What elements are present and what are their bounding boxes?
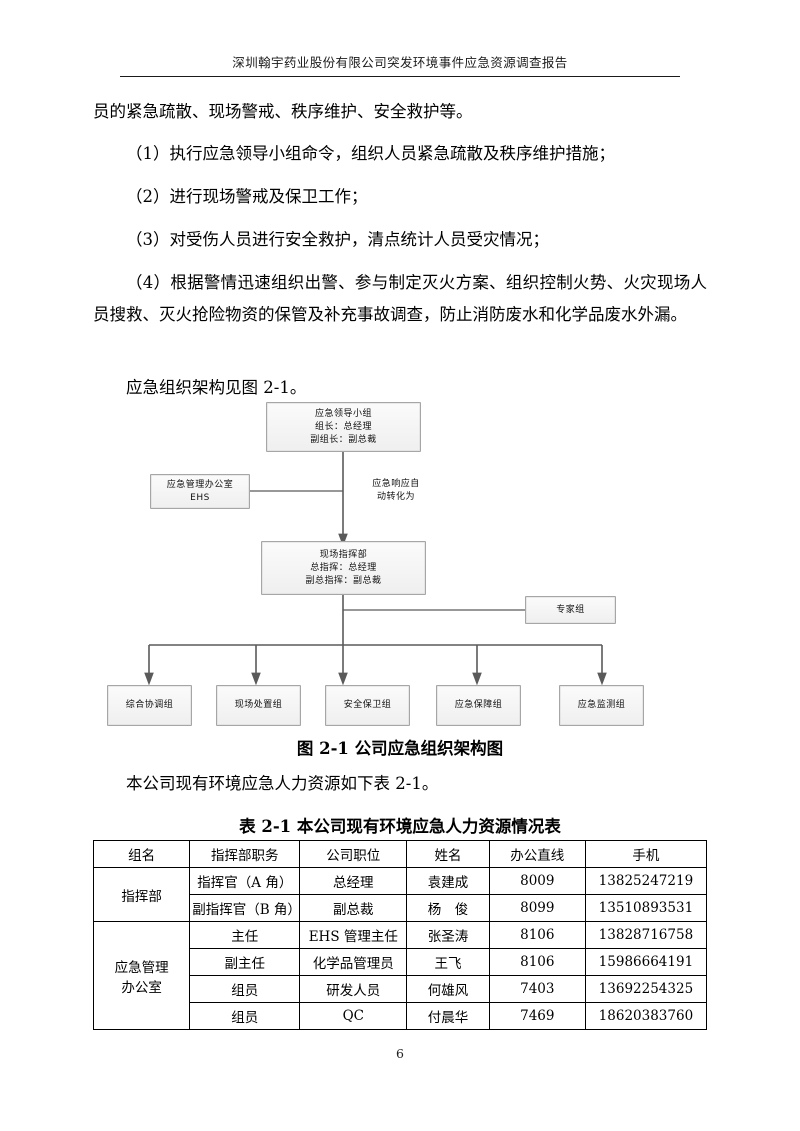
cell-mobile: 13692254325 [584,975,708,1003]
header-divider [120,76,680,77]
org-chart-connectors [144,452,607,686]
table-header-row: 组名 指挥部职务 公司职位 姓名 办公直线 手机 [92,840,708,868]
node-ehs-office: 应急管理办公室 EHS [150,474,250,509]
table-header-office-line: 办公直线 [488,840,586,868]
document-header: 深圳翰宇药业股份有限公司突发环境事件应急资源调查报告 [232,55,568,70]
node-team-comprehensive-coordination: 综合协调组 [107,685,192,726]
cell-person: 王飞 [406,948,490,976]
emergency-resource-table: 组名 指挥部职务 公司职位 姓名 办公直线 手机 指挥部 指挥官（A 角） 总经… [92,840,708,1030]
cell-mobile: 15986664191 [584,948,708,976]
node-team-security: 安全保卫组 [325,685,410,726]
cell-position: EHS 管理主任 [299,921,408,949]
table-row: 应急管理 办公室 主任 EHS 管理主任 张圣涛 8106 1382871675… [92,921,708,1030]
node-command-center: 现场指挥部 总指挥：总经理 副总指挥：副总裁 [261,541,426,595]
table-row: 指挥部 指挥官（A 角） 总经理 袁建成 8009 13825247219 [92,867,708,922]
page-number: 6 [396,1046,404,1061]
figure-intro-text: 应急组织架构见图 2-1。 [126,378,307,397]
cell-position: 副总裁 [299,894,408,922]
table-header-mobile: 手机 [584,840,708,868]
table-row: 副主任 化学品管理员 王飞 8106 15986664191 [94,948,708,976]
cell-office-line: 7403 [488,975,586,1003]
org-chart-figure: 应急领导小组 组长：总经理 副组长：副总裁 应急管理办公室 EHS 应急响应自 … [93,392,707,737]
node-team-site-disposal: 现场处置组 [216,685,301,726]
cell-person: 张圣涛 [406,921,490,949]
cell-office-line: 8099 [488,894,586,922]
figure-caption: 图 2-1 公司应急组织架构图 [296,739,504,758]
cell-duty: 副指挥官（B 角） [189,894,301,922]
cell-office-line: 7469 [488,1002,586,1030]
cell-group-name: 指挥部 [92,867,191,922]
node-leader-group: 应急领导小组 组长：总经理 副组长：副总裁 [266,402,421,452]
list-item-2: （2）进行现场警戒及保卫工作； [126,187,368,206]
cell-person: 何雄风 [406,975,490,1003]
table-header-name: 姓名 [406,840,490,868]
node-team-emergency-monitoring: 应急监测组 [559,685,644,726]
cell-group-name: 应急管理 办公室 [92,921,191,1030]
cell-mobile: 13510893531 [584,894,708,922]
cell-office-line: 8106 [488,948,586,976]
table-caption: 表 2-1 本公司现有环境应急人力资源情况表 [239,817,561,836]
list-item-3: （3）对受伤人员进行安全救护，清点统计人员受灾情况； [126,230,549,249]
cell-mobile: 13828716758 [584,921,708,949]
cell-position: 总经理 [299,867,408,895]
cell-position: QC [299,1002,408,1030]
edge-label-auto-escalation: 应急响应自 动转化为 [372,479,420,502]
cell-position: 化学品管理员 [299,948,408,976]
table-header-company-position: 公司职位 [299,840,408,868]
node-expert-group: 专家组 [525,596,616,624]
cell-duty: 组员 [189,1002,301,1030]
node-team-emergency-support: 应急保障组 [436,685,521,726]
table-intro-text: 本公司现有环境应急人力资源如下表 2-1。 [126,774,439,793]
table-header-group-name: 组名 [92,840,191,868]
list-item-1: （1）执行应急领导小组命令，组织人员紧急疏散及秩序维护措施； [126,144,615,163]
cell-duty: 组员 [189,975,301,1003]
table-row: 组员 QC 付晨华 7469 18620383760 [94,1002,708,1030]
cell-position: 研发人员 [299,975,408,1003]
cell-office-line: 8009 [488,867,586,895]
lead-paragraph: 员的紧急疏散、现场警戒、秩序维护、安全救护等。 [93,102,473,121]
table-header-command-duty: 指挥部职务 [189,840,301,868]
list-item-4: （4）根据警情迅速组织出警、参与制定灭火方案、组织控制火势、火灾现场人员搜救、灭… [93,273,707,324]
cell-person: 袁建成 [406,867,490,895]
cell-duty: 副主任 [189,948,301,976]
table-row: 副指挥官（B 角） 副总裁 杨 俊 8099 13510893531 [94,894,708,922]
cell-duty: 主任 [189,921,301,949]
cell-office-line: 8106 [488,921,586,949]
cell-mobile: 13825247219 [584,867,708,895]
cell-person: 杨 俊 [406,894,490,922]
cell-person: 付晨华 [406,1002,490,1030]
cell-mobile: 18620383760 [584,1002,708,1030]
cell-duty: 指挥官（A 角） [189,867,301,895]
